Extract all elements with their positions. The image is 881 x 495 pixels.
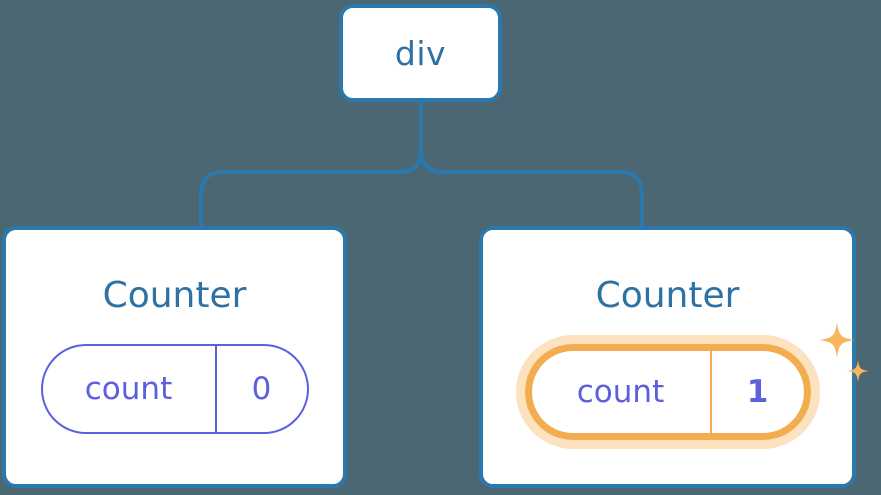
state-pill-left[interactable]: count 0 (40, 344, 309, 434)
state-pill-wrapper-right: count 1 (524, 322, 869, 440)
node-div-label: div (394, 33, 447, 73)
state-pill-wrapper-left: count 0 (40, 344, 309, 434)
state-pill-right-value: 1 (709, 351, 804, 433)
state-pill-left-key: count (84, 370, 173, 407)
node-counter-right[interactable]: Counter count 1 (479, 226, 869, 488)
node-counter-right-label: Counter (595, 275, 740, 316)
state-pill-left-value: 0 (214, 346, 307, 432)
state-pill-right-key: count (576, 373, 665, 410)
sparkles-icon (818, 322, 869, 382)
node-div[interactable]: div (339, 4, 502, 102)
state-pill-right[interactable]: count 1 (524, 344, 811, 440)
node-counter-left-label: Counter (102, 275, 247, 316)
node-counter-left[interactable]: Counter count 0 (2, 226, 347, 488)
